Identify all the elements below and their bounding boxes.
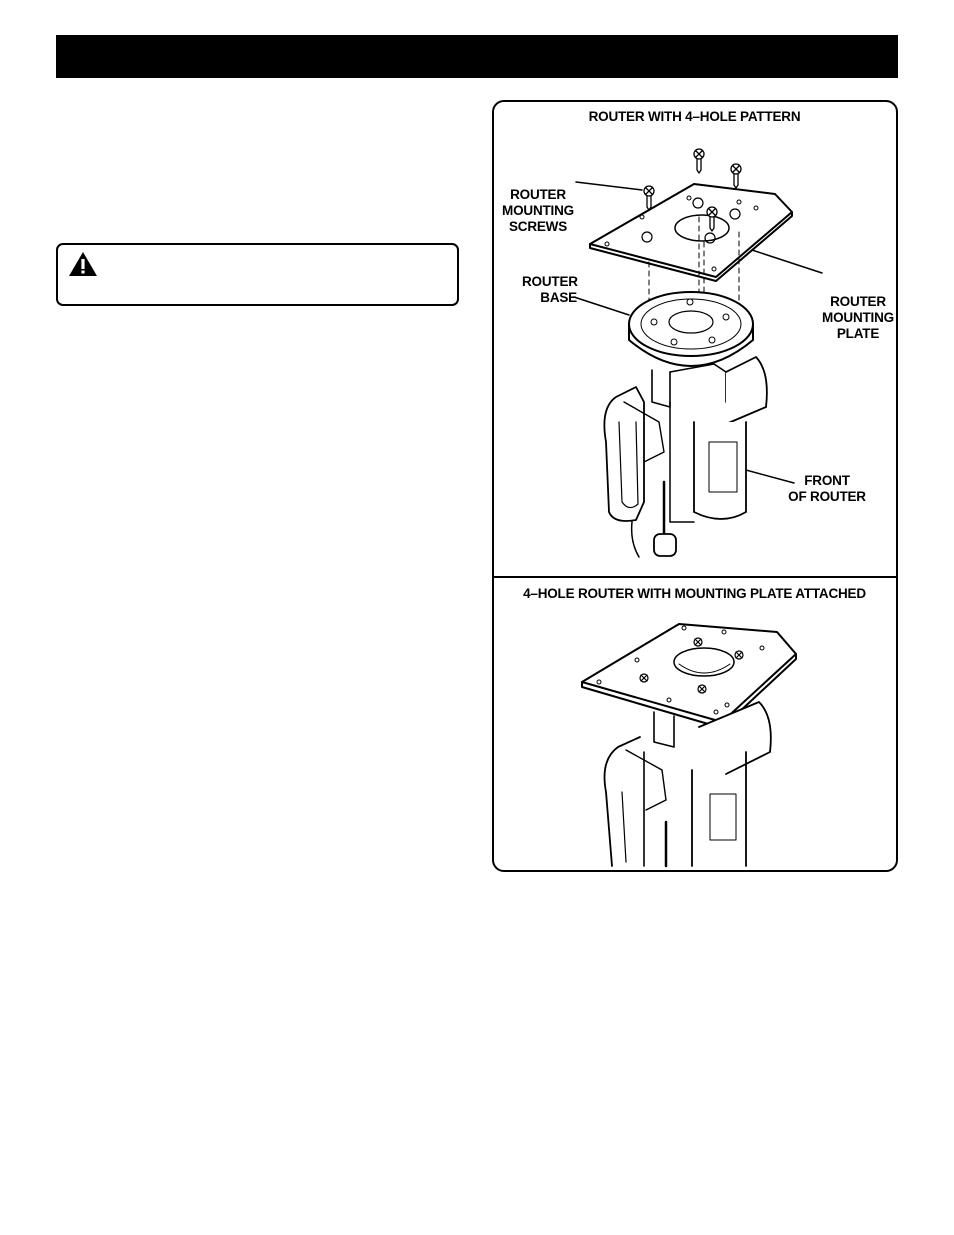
label-mounting-screws: ROUTER MOUNTING SCREWS xyxy=(502,187,574,234)
panel-divider xyxy=(494,576,896,578)
section-header-bar xyxy=(56,35,898,78)
exploded-router-illustration xyxy=(573,148,823,558)
label-router-base: ROUTER BASE xyxy=(522,274,578,305)
label-mounting-plate: ROUTER MOUNTING PLATE xyxy=(822,294,894,341)
warning-triangle-icon xyxy=(69,252,97,276)
label-front-of-router: FRONT OF ROUTER xyxy=(788,473,866,504)
warning-box xyxy=(56,243,459,306)
bottom-panel-title: 4–HOLE ROUTER WITH MOUNTING PLATE ATTACH… xyxy=(523,586,866,601)
top-panel-title: ROUTER WITH 4–HOLE PATTERN xyxy=(588,109,801,124)
figure-frame: ROUTER WITH 4–HOLE PATTERN xyxy=(492,100,898,872)
